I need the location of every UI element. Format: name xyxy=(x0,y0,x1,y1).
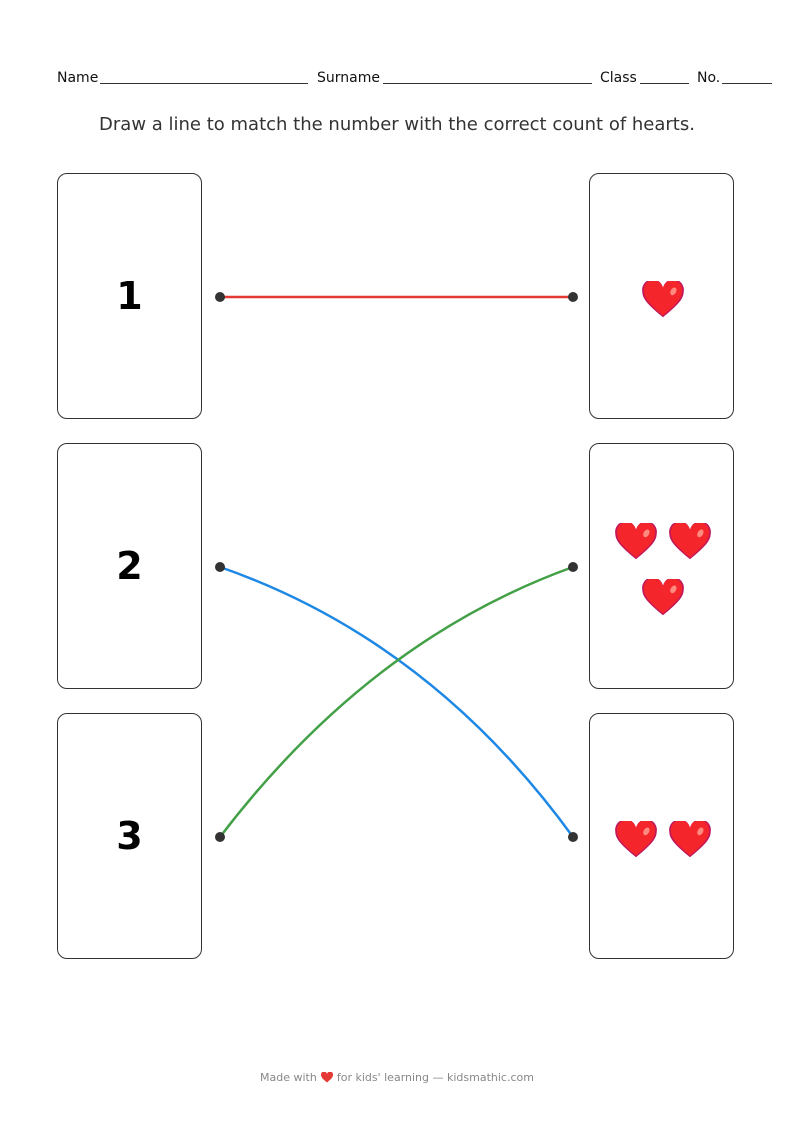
match-line-3[interactable] xyxy=(219,565,574,838)
heart-icon xyxy=(642,577,684,617)
heart-icon xyxy=(320,1071,333,1083)
right-dot[interactable] xyxy=(568,292,578,302)
number: 2 xyxy=(116,544,143,588)
left-dot[interactable] xyxy=(215,562,225,572)
hearts-card-3 xyxy=(589,713,734,959)
hearts-card-2 xyxy=(589,443,734,689)
right-dot[interactable] xyxy=(568,562,578,572)
hearts-card-1 xyxy=(589,173,734,419)
number-card-1: 1 xyxy=(57,173,202,419)
number: 1 xyxy=(116,274,143,318)
surname-label: Surname xyxy=(317,70,380,86)
number: 3 xyxy=(116,814,143,858)
class-label: Class xyxy=(600,70,637,86)
heart-icon xyxy=(669,819,711,859)
name-label: Name xyxy=(57,70,99,86)
footer-text-end: for kids' learning — kidsmathic.com xyxy=(336,1071,534,1084)
heart-icon xyxy=(615,521,657,561)
surname-field[interactable] xyxy=(383,83,592,84)
number-card-2: 2 xyxy=(57,443,202,689)
number-card-3: 3 xyxy=(57,713,202,959)
heart-icon xyxy=(615,819,657,859)
left-dot[interactable] xyxy=(215,292,225,302)
match-line-2[interactable] xyxy=(219,565,575,838)
right-dot[interactable] xyxy=(568,832,578,842)
no-label: No. xyxy=(697,70,721,86)
heart-icon xyxy=(669,521,711,561)
class-field[interactable] xyxy=(640,83,689,84)
footer-text-start: Made with xyxy=(260,1071,317,1084)
name-field[interactable] xyxy=(100,83,308,84)
heart-icon xyxy=(642,279,684,319)
left-dot[interactable] xyxy=(215,832,225,842)
instruction: Draw a line to match the number with the… xyxy=(99,114,695,135)
no-field[interactable] xyxy=(722,83,772,84)
footer: Made with for kids' learning — kidsmathic… xyxy=(0,1071,794,1084)
